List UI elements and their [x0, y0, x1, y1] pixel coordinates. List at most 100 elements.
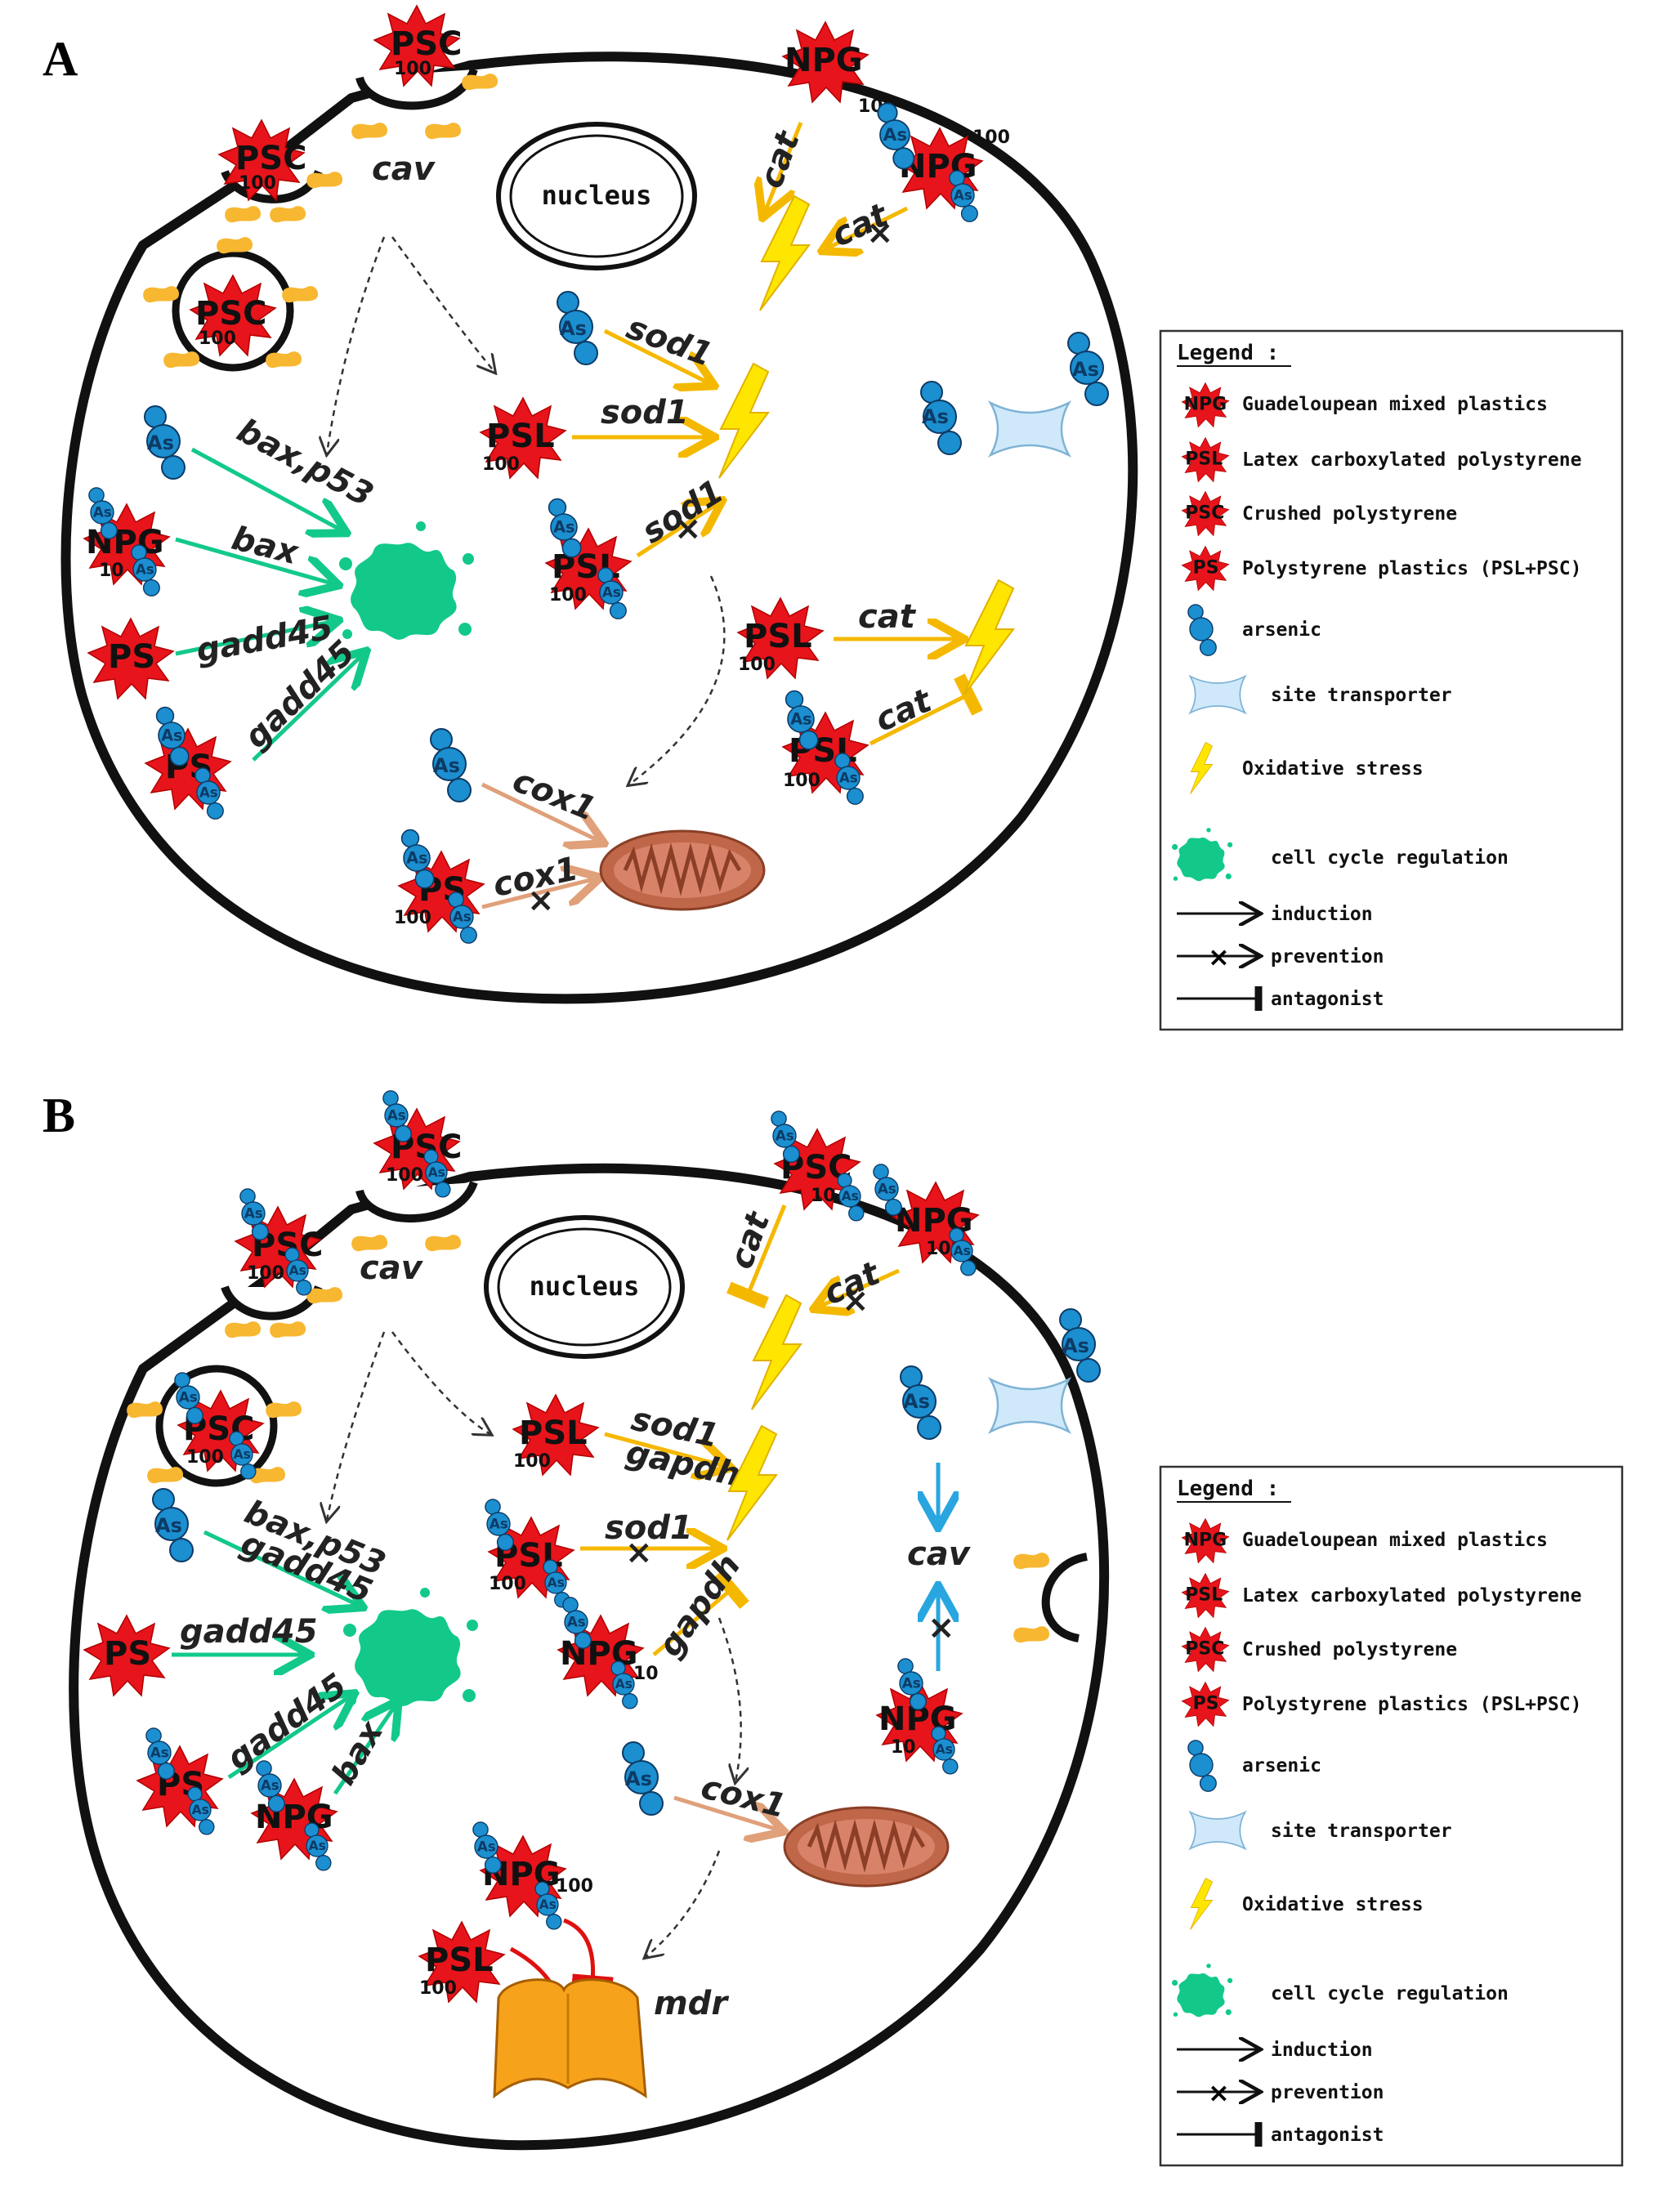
panel-a-letter: A: [42, 32, 78, 86]
svg-text:NPG: NPG: [560, 1635, 638, 1673]
as-label: As: [922, 405, 949, 428]
svg-text:As: As: [936, 1742, 953, 1757]
x-mark: ×: [866, 214, 894, 252]
legend-label: site transporter: [1271, 1821, 1452, 1842]
svg-text:PSC: PSC: [1185, 1639, 1224, 1660]
as-label: As: [625, 1767, 652, 1790]
legend-label: antagonist: [1271, 2125, 1384, 2146]
svg-text:As: As: [539, 1897, 557, 1912]
caveolin-blob: [1013, 1626, 1050, 1643]
x-mark: ×: [674, 510, 702, 547]
svg-text:As: As: [244, 1205, 263, 1222]
svg-text:PSL: PSL: [425, 1942, 494, 1979]
gene-gadd45: gadd45: [180, 1613, 318, 1651]
arrow-induction: [604, 1432, 727, 1467]
legend-label: cell cycle regulation: [1271, 1983, 1509, 2004]
svg-text:As: As: [954, 187, 972, 203]
ps-as-particle: PS As As: [145, 706, 231, 820]
ps-as-particle: PS As As 100: [394, 829, 485, 944]
svg-text:As: As: [878, 1181, 896, 1197]
gene-sod1: sod1: [601, 394, 689, 431]
psl-as-particle: PSL As As 100: [485, 1499, 574, 1608]
svg-text:10: 10: [891, 1737, 916, 1758]
nucleus-b: nucleus: [484, 1215, 685, 1359]
psc-as-particle: PSC As As 100: [373, 1090, 462, 1198]
as-label: As: [155, 1514, 182, 1537]
svg-text:PSC: PSC: [235, 140, 306, 177]
legend-label: Oxidative stress: [1242, 758, 1424, 780]
gene-cat: cat: [858, 598, 917, 636]
svg-text:As: As: [289, 1263, 306, 1278]
svg-text:As: As: [902, 1675, 921, 1691]
svg-text:As: As: [615, 1677, 633, 1691]
caveolin-blob: [270, 1321, 306, 1338]
arrow-induction: [175, 537, 335, 584]
legend-b: Legend : NPG Guadeloupean mixed plastics…: [1159, 1465, 1624, 2167]
gene-sod1: sod1: [605, 1509, 693, 1547]
svg-text:PSL: PSL: [1185, 1585, 1223, 1606]
svg-text:As: As: [453, 909, 472, 925]
legend-title: Legend :: [1177, 341, 1279, 365]
svg-text:NPG: NPG: [1184, 395, 1227, 415]
gene-mdr: mdr: [654, 1985, 729, 2022]
nucleus-label: nucleus: [530, 1271, 640, 1302]
svg-text:100: 100: [247, 1263, 284, 1284]
arrow-induction: [333, 1704, 396, 1795]
caveolin-blob: [425, 1235, 462, 1252]
invagination-3: [1041, 1553, 1089, 1642]
arrow-prevented: [636, 503, 719, 558]
svg-text:As: As: [192, 1803, 209, 1817]
arrow-antagonist: [726, 1204, 787, 1309]
svg-text:100: 100: [482, 454, 520, 475]
dashed-path: [327, 1331, 386, 1520]
caveolin-blob: [462, 74, 498, 91]
svg-text:100: 100: [783, 771, 820, 791]
svg-text:100: 100: [386, 1165, 423, 1186]
panel-b-letter: B: [42, 1088, 75, 1142]
caveolin-blob: [351, 123, 388, 140]
svg-text:As: As: [477, 1839, 496, 1855]
mitochondrion-icon: [601, 831, 764, 909]
panel-b: B nucleus PSC As As 100 PSC: [42, 1088, 1110, 2151]
svg-text:100: 100: [549, 585, 587, 606]
x-mark: ×: [928, 1609, 955, 1647]
svg-text:As: As: [161, 726, 182, 744]
dashed-path: [391, 236, 494, 372]
legend-label: induction: [1271, 904, 1373, 925]
caveolin-blob: [266, 351, 302, 369]
x-mark: ×: [1208, 941, 1230, 972]
gene-cav: cav: [907, 1535, 972, 1573]
arrow-prevented: [825, 206, 909, 249]
svg-text:As: As: [490, 1516, 508, 1532]
arrow-prevented: [481, 878, 597, 909]
svg-text:PSL: PSL: [486, 418, 555, 455]
cell-membrane-a: [60, 51, 1138, 1004]
dashed-path: [327, 236, 386, 454]
svg-text:NPG: NPG: [86, 524, 164, 561]
arrow-prevented: [817, 1268, 901, 1307]
caveolin-blob: [306, 172, 343, 189]
svg-text:100: 100: [239, 173, 276, 194]
psc-as-particle: PSC As As 100: [235, 1188, 323, 1296]
arrow-induction: [203, 1530, 360, 1606]
svg-text:10: 10: [811, 1186, 836, 1206]
as-label: As: [903, 1390, 930, 1413]
svg-text:10: 10: [633, 1664, 659, 1684]
psc-as-particle: PSC As As 100: [174, 1372, 264, 1480]
caveolin-blob: [217, 237, 253, 254]
legend-label: arsenic: [1242, 619, 1321, 641]
svg-text:PSL: PSL: [1185, 449, 1223, 470]
npg-as-particle: NPG As As 100: [877, 102, 1010, 222]
svg-text:100: 100: [489, 1574, 526, 1594]
legend-label: Crushed polystyrene: [1242, 1639, 1457, 1660]
svg-text:PSL: PSL: [519, 1414, 588, 1452]
arrow-induction: [764, 122, 803, 214]
legend-label: Latex carboxylated polystyrene: [1242, 1585, 1581, 1606]
ps-as-particle: PS As As: [136, 1727, 223, 1835]
x-mark: ×: [842, 1282, 870, 1320]
